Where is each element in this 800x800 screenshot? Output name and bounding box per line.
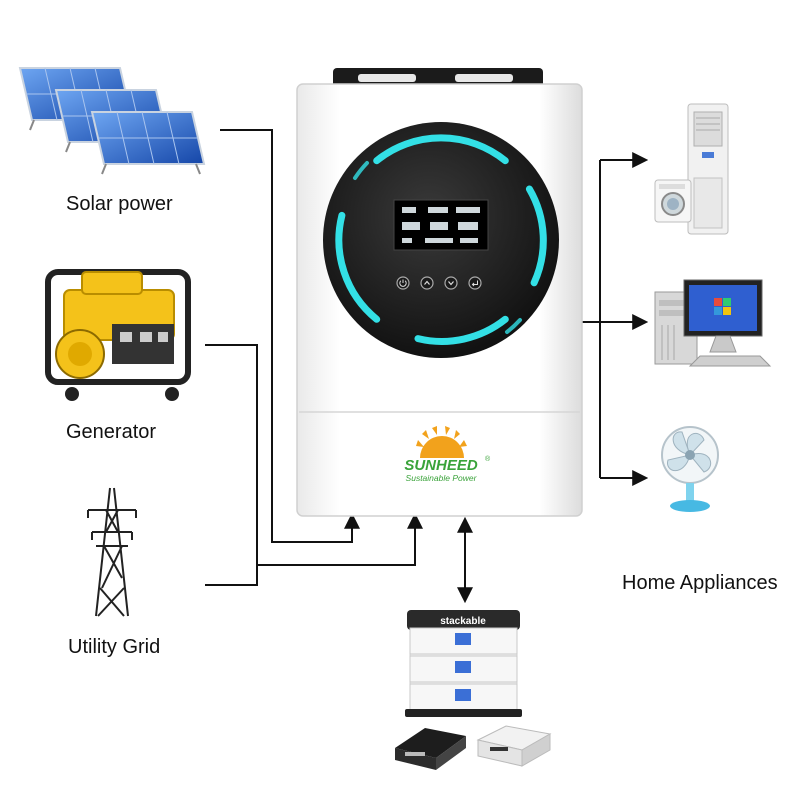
air-conditioner-icon <box>654 103 729 235</box>
down-button-icon[interactable] <box>444 276 458 290</box>
battery-label: stackable <box>440 616 486 627</box>
lcd-display-icon <box>393 199 489 251</box>
grid-to-inverter-line <box>205 565 258 586</box>
ring-glow <box>335 134 547 345</box>
power-button-icon[interactable] <box>396 276 410 290</box>
battery-stack-icon: stackable <box>395 610 552 770</box>
brand-name: SUNHEED <box>404 457 478 474</box>
brand-registered-mark: ® <box>485 455 491 463</box>
inverter-unit: SUNHEED ® Sustainable Power <box>296 68 583 517</box>
home-appliances-label: Home Appliances <box>622 572 778 594</box>
enter-button-icon[interactable] <box>468 276 482 290</box>
generator-icon <box>45 269 191 401</box>
battery-module-icon <box>395 728 466 770</box>
solar-panel-icon <box>18 67 206 175</box>
control-buttons <box>396 276 482 290</box>
up-button-icon[interactable] <box>420 276 434 290</box>
battery-module-icon <box>476 725 552 767</box>
connection-lines <box>205 129 649 604</box>
electric-fan-icon <box>661 426 719 512</box>
solar-power-label: Solar power <box>66 193 173 215</box>
sun-logo-icon <box>416 426 467 458</box>
power-tower-icon <box>87 487 137 617</box>
solar-to-inverter-line <box>220 129 360 543</box>
brand-logo: SUNHEED ® Sustainable Power <box>404 426 491 483</box>
brand-tagline: Sustainable Power <box>406 473 478 483</box>
generator-label: Generator <box>66 421 157 443</box>
desktop-computer-icon <box>654 279 772 367</box>
utility-grid-label: Utility Grid <box>68 636 161 658</box>
